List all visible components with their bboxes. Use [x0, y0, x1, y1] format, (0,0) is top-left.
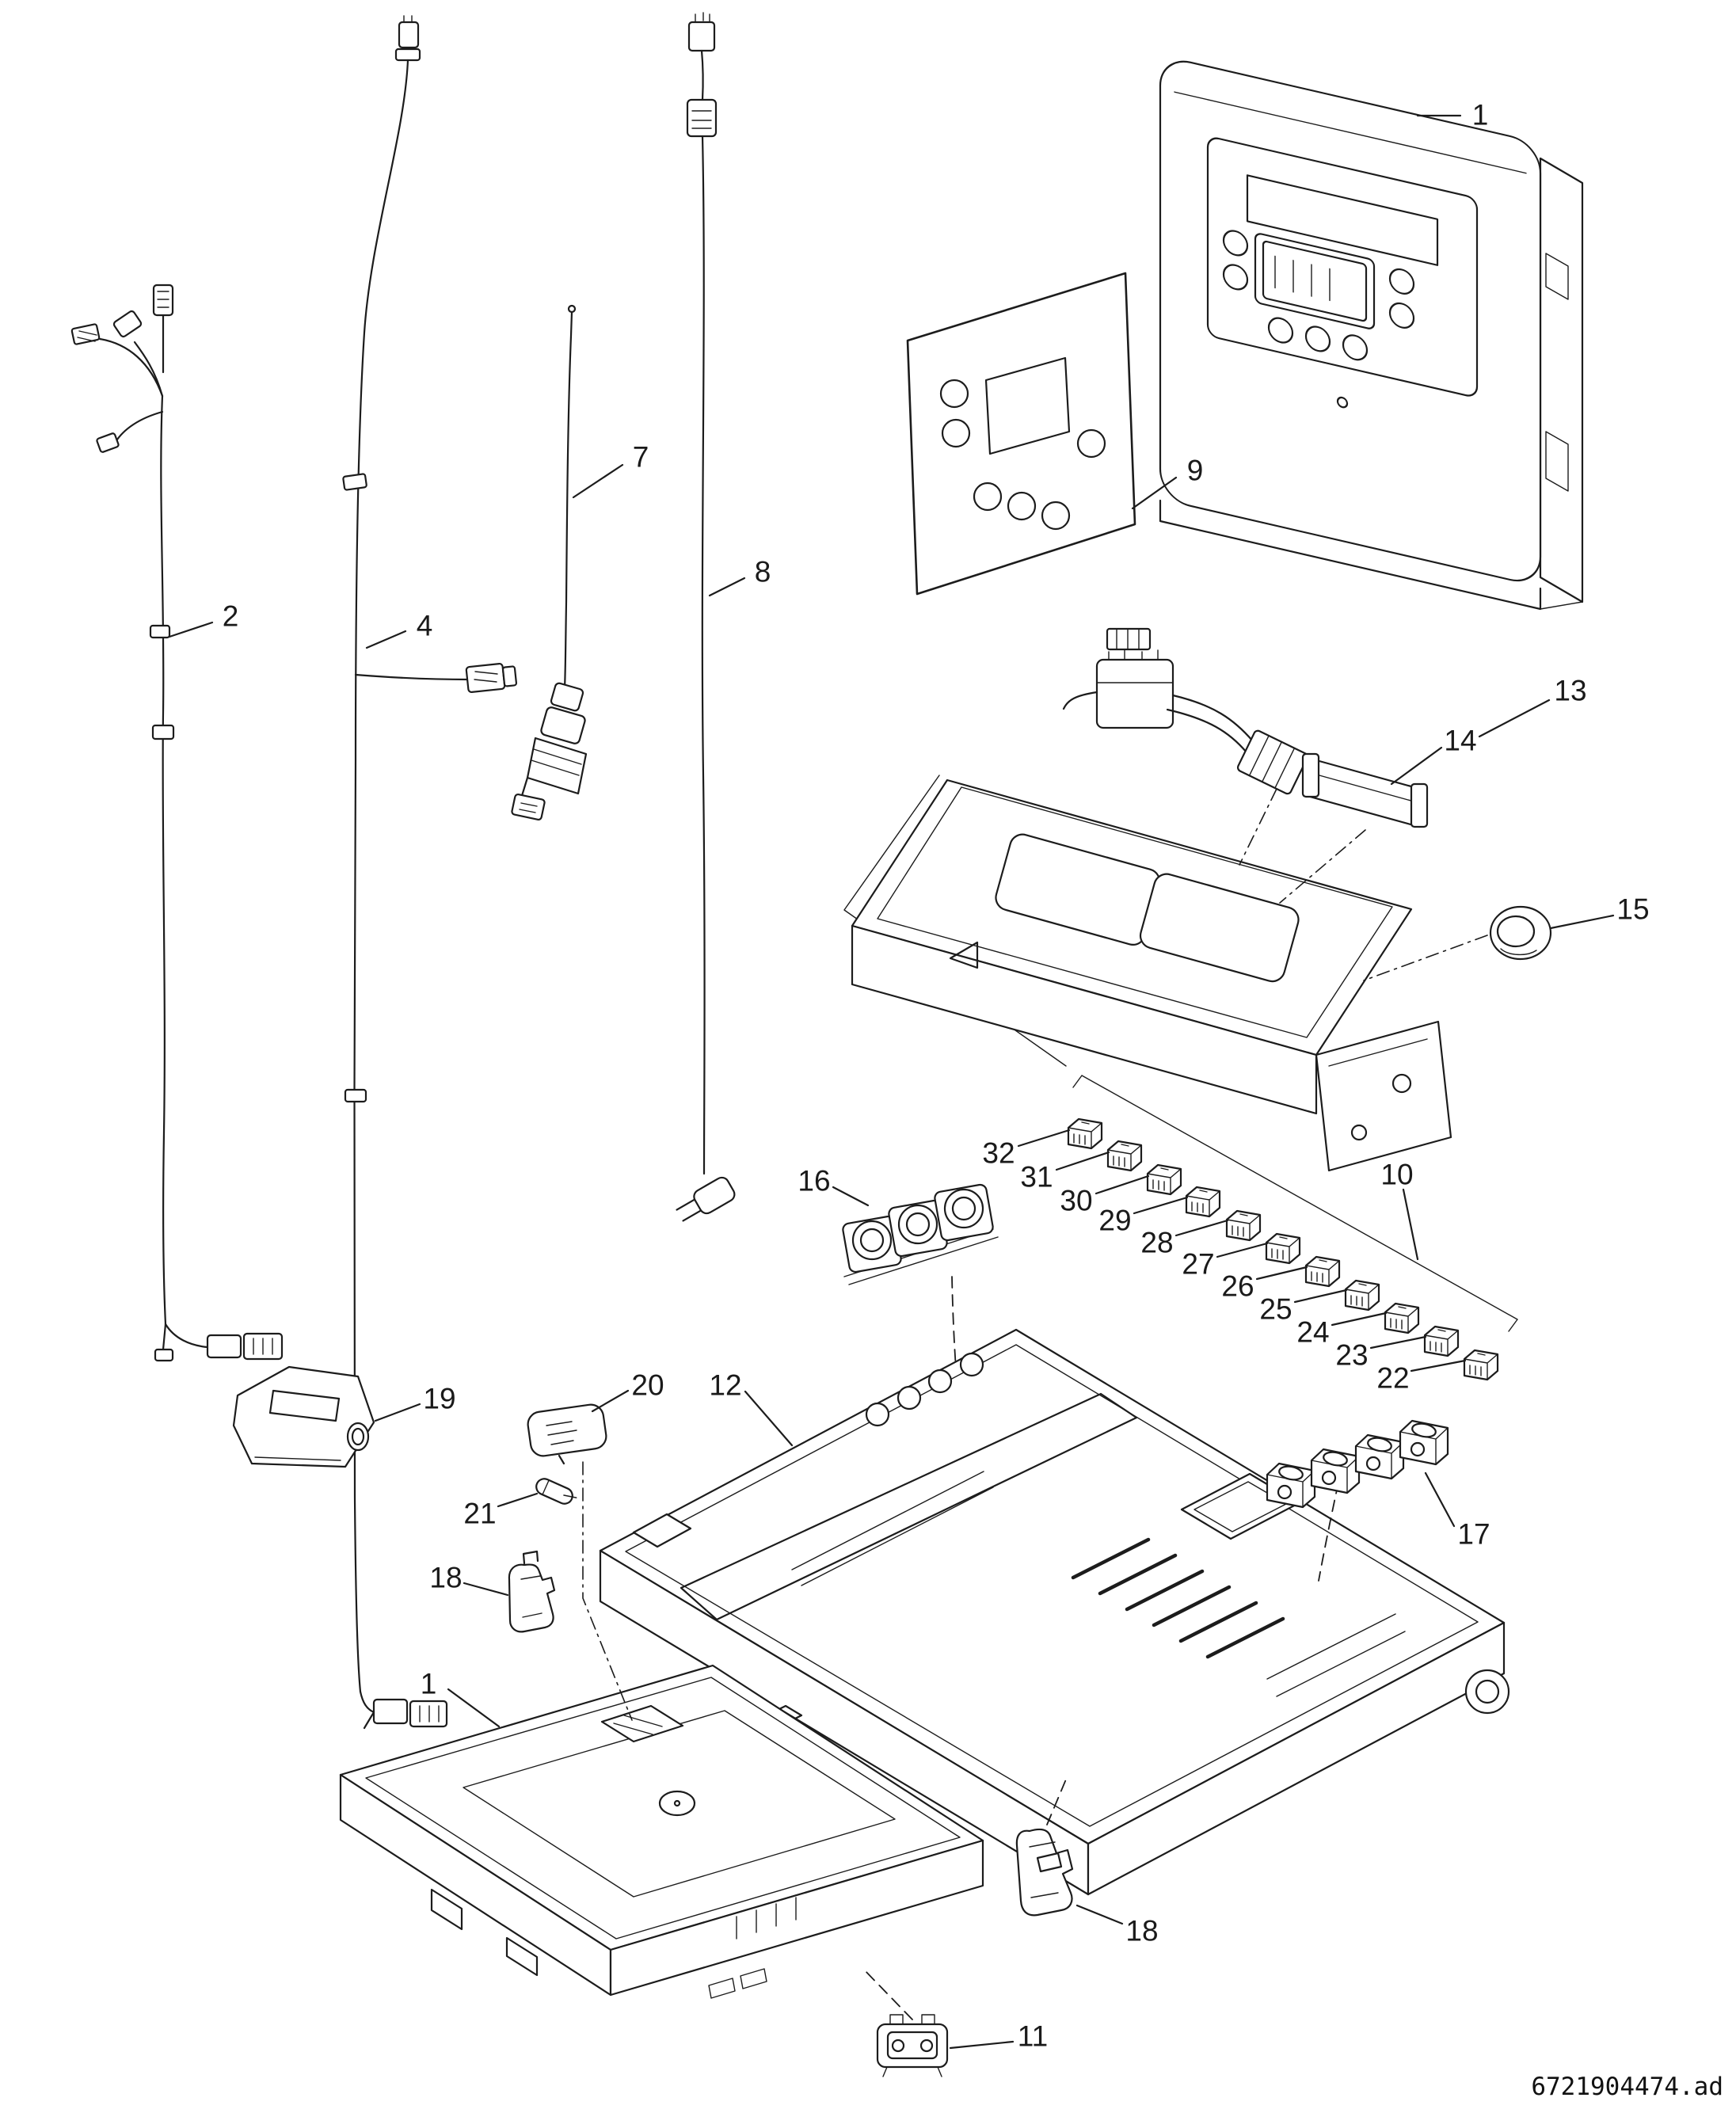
callout-10: 10: [1380, 1158, 1414, 1191]
callout-18-left: 18: [429, 1561, 463, 1594]
callout-14: 14: [1444, 724, 1477, 757]
callout-4: 4: [416, 609, 433, 642]
callout-15: 15: [1616, 893, 1650, 926]
part-21-pin: [535, 1478, 573, 1505]
callout-2: 2: [222, 600, 239, 633]
part-9-front-panel-overlay: [906, 272, 1136, 596]
part-11-connector: [862, 1968, 949, 2077]
callout-8: 8: [754, 555, 771, 588]
part-4-cable-harness: [342, 15, 518, 1730]
part-2-cable-harness: [70, 284, 284, 1362]
callout-17: 17: [1457, 1517, 1490, 1551]
callout-30: 30: [1060, 1184, 1093, 1217]
document-id: 6721904474.ad: [1531, 2073, 1723, 2101]
callout-leader-lines: [168, 114, 1615, 2050]
part-12-wiring-tray: [599, 1328, 1510, 1896]
part-19-junction-box: [232, 1365, 375, 1468]
callout-21: 21: [463, 1497, 497, 1530]
callout-26: 26: [1221, 1270, 1254, 1303]
part-18-clip-right: [1015, 1775, 1074, 1917]
callout-18-right: 18: [1125, 1914, 1159, 1947]
callout-23: 23: [1335, 1338, 1369, 1372]
callout-27: 27: [1182, 1247, 1215, 1281]
callout-13: 13: [1554, 674, 1587, 707]
callout-12: 12: [709, 1369, 742, 1402]
callout-25: 25: [1259, 1292, 1292, 1326]
part-13-control-box-assembly: [843, 627, 1452, 1172]
callout-16: 16: [798, 1164, 831, 1197]
callout-22: 22: [1376, 1361, 1410, 1395]
callout-1-control-unit: 1: [1471, 98, 1489, 131]
callout-24: 24: [1296, 1315, 1330, 1349]
part-22-connector: [1463, 1349, 1499, 1381]
part-30-connector: [1146, 1163, 1182, 1196]
callout-11: 11: [1017, 2020, 1049, 2053]
part-1-control-unit: [1159, 60, 1584, 611]
part-27-connector: [1265, 1232, 1301, 1265]
part-17-terminal-block-set: [1266, 1419, 1449, 1582]
part-32-connector: [1067, 1117, 1103, 1150]
callout-32: 32: [982, 1136, 1015, 1170]
part-28-connector: [1225, 1209, 1262, 1242]
callout-31: 31: [1020, 1160, 1053, 1193]
callout-29: 29: [1098, 1204, 1132, 1237]
part-31-connector: [1106, 1140, 1143, 1172]
part-8-power-cable: [676, 12, 736, 1222]
part-18-clip-left: [508, 1550, 556, 1633]
part-7-sensor-cable: [511, 304, 588, 821]
part-25-connector: [1344, 1279, 1380, 1311]
part-29-connector: [1185, 1186, 1221, 1218]
part-10-connector-group: [1067, 1075, 1518, 1381]
part-24-connector: [1384, 1302, 1420, 1334]
part-23-connector: [1423, 1325, 1460, 1357]
part-1-bottom-cover: [339, 1664, 984, 1999]
callout-7: 7: [632, 440, 649, 474]
callout-9: 9: [1186, 454, 1204, 487]
callout-28: 28: [1140, 1226, 1174, 1259]
part-14-mounting-rail: [1279, 752, 1429, 904]
part-26-connector: [1304, 1255, 1341, 1288]
part-20-cover-cap: [527, 1403, 607, 1465]
callout-19: 19: [423, 1382, 456, 1415]
callout-1-bottom-cover: 1: [420, 1667, 437, 1700]
part-15-grommet: [1363, 905, 1552, 981]
callout-20: 20: [631, 1369, 664, 1402]
assembly-reference-lines: [563, 1461, 633, 1721]
part-16-terminal-block: [842, 1183, 999, 1380]
